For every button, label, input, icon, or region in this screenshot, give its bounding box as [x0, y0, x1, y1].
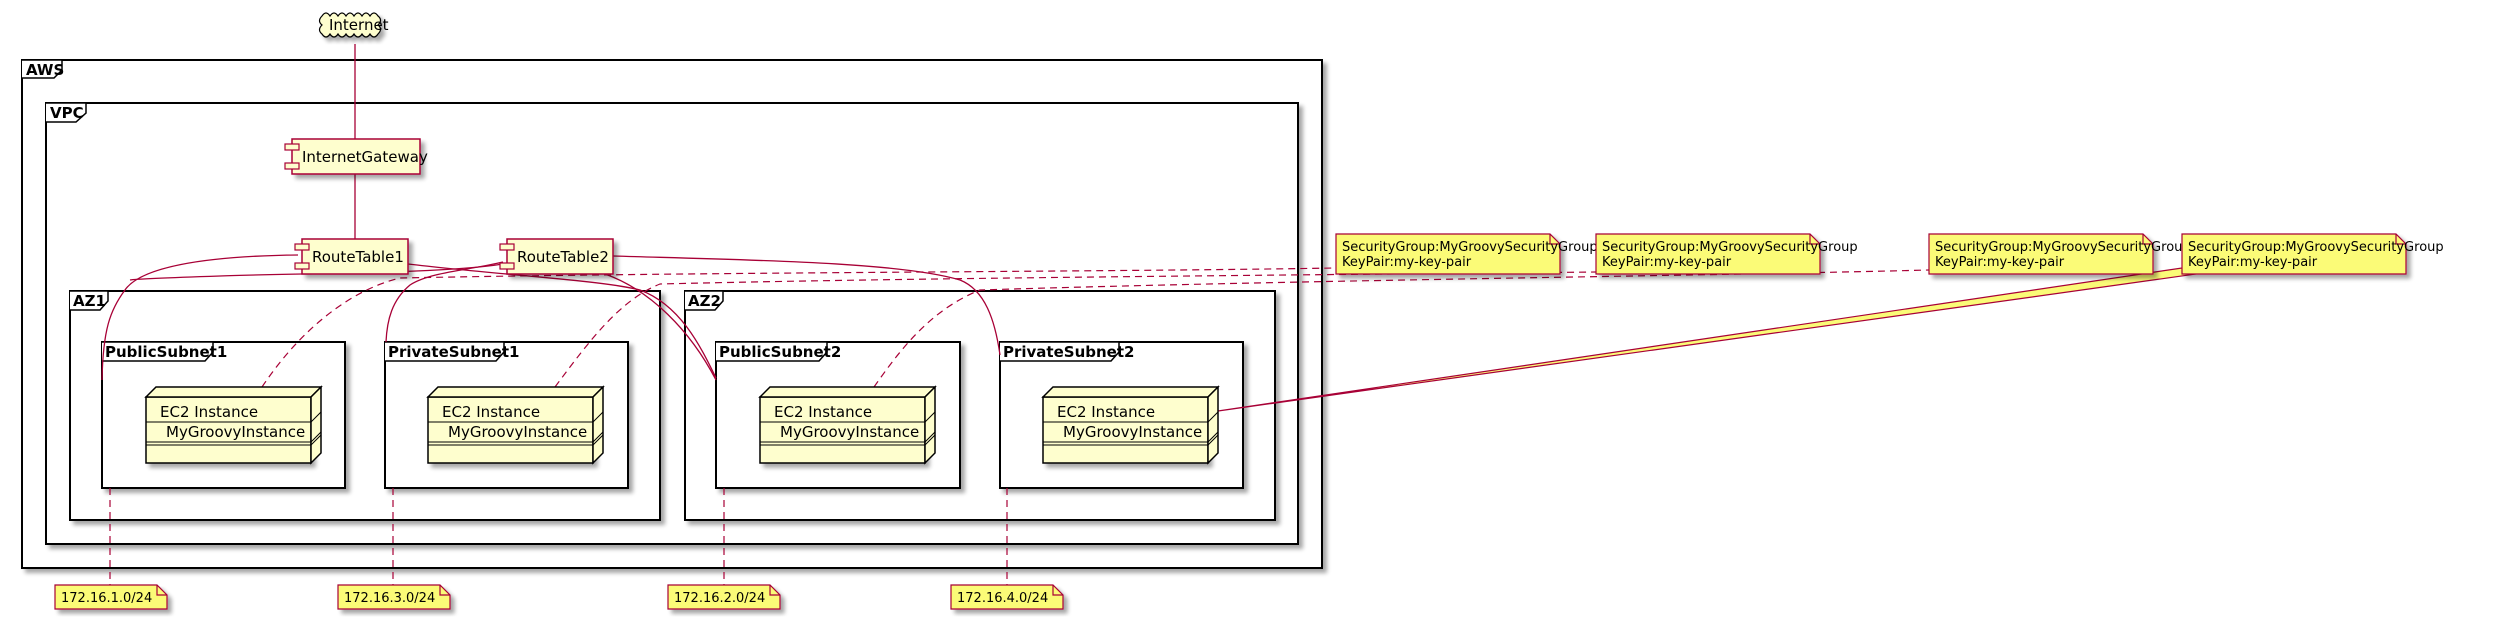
- note-text: SecurityGroup:MyGroovySecurityGroup: [2188, 240, 2444, 255]
- internet-cloud[interactable]: Internet: [318, 12, 389, 38]
- cidr-note: 172.16.1.0/24: [54, 584, 168, 610]
- cidr-note: 172.16.4.0/24: [950, 584, 1064, 610]
- security-group-note: SecurityGroup:MyGroovySecurityGroupKeyPa…: [1335, 233, 1598, 275]
- security-group-note: SecurityGroup:MyGroovySecurityGroupKeyPa…: [2181, 233, 2444, 275]
- frame-private-subnet1-label: PrivateSubnet1: [388, 343, 519, 361]
- instance-type-label: EC2 Instance: [1057, 403, 1155, 421]
- instance-name-label: MyGroovyInstance: [166, 423, 305, 441]
- cidr-note: 172.16.2.0/24: [667, 584, 781, 610]
- component-route-table2[interactable]: RouteTable2: [499, 238, 614, 275]
- frame-private-subnet2-label: PrivateSubnet2: [1003, 343, 1134, 361]
- component-icon: [499, 243, 515, 251]
- note-text: KeyPair:my-key-pair: [1342, 255, 1472, 270]
- component-icon: [294, 243, 310, 251]
- component-internet-gateway[interactable]: InternetGateway: [284, 138, 428, 175]
- note-text: SecurityGroup:MyGroovySecurityGroup: [1602, 240, 1858, 255]
- connector-instance2-securitynote: [554, 271, 1597, 388]
- route-table2-label: RouteTable2: [517, 248, 609, 266]
- instance-name-label: MyGroovyInstance: [448, 423, 587, 441]
- note-text: 172.16.2.0/24: [674, 591, 765, 606]
- security-group-note: SecurityGroup:MyGroovySecurityGroupKeyPa…: [1595, 233, 1858, 275]
- component-icon: [284, 143, 300, 151]
- cidr-note: 172.16.3.0/24: [337, 584, 451, 610]
- connector-instance4-securitynote: [1217, 267, 2199, 412]
- security-group-note: SecurityGroup:MyGroovySecurityGroupKeyPa…: [1928, 233, 2191, 275]
- frame-public-subnet2-label: PublicSubnet2: [719, 343, 841, 361]
- instance-type-label: EC2 Instance: [160, 403, 258, 421]
- instance-type-label: EC2 Instance: [774, 403, 872, 421]
- note-text: KeyPair:my-key-pair: [2188, 255, 2318, 270]
- edge-routetable2-publicsubnet1: [129, 263, 504, 281]
- edge-routetable2-privatesubnet1: [385, 261, 504, 343]
- frame-az1-label: AZ1: [73, 292, 106, 310]
- frame-vpc-label: VPC: [50, 104, 84, 122]
- note-text: 172.16.4.0/24: [957, 591, 1048, 606]
- component-icon: [284, 162, 300, 170]
- frame-aws-label: AWS: [26, 61, 64, 79]
- component-icon: [499, 262, 515, 270]
- frame-az2-label: AZ2: [688, 292, 721, 310]
- instance-name-label: MyGroovyInstance: [1063, 423, 1202, 441]
- note-text: SecurityGroup:MyGroovySecurityGroup: [1342, 240, 1598, 255]
- note-text: KeyPair:my-key-pair: [1935, 255, 2065, 270]
- connector-instance1-securitynote: [261, 267, 1337, 388]
- notes: SecurityGroup:MyGroovySecurityGroupKeyPa…: [54, 233, 2444, 610]
- frame-public-subnet1-label: PublicSubnet1: [105, 343, 227, 361]
- instance-type-label: EC2 Instance: [442, 403, 540, 421]
- internet-gateway-label: InternetGateway: [302, 148, 428, 166]
- component-icon: [294, 262, 310, 270]
- edge-routetable1-publicsubnet1: [101, 254, 299, 381]
- route-table1-label: RouteTable1: [312, 248, 404, 266]
- component-route-table1[interactable]: RouteTable1: [294, 238, 409, 275]
- note-text: 172.16.1.0/24: [61, 591, 152, 606]
- instance-name-label: MyGroovyInstance: [780, 423, 919, 441]
- note-text: 172.16.3.0/24: [344, 591, 435, 606]
- note-text: KeyPair:my-key-pair: [1602, 255, 1732, 270]
- edge-routetable2-publicsubnet2: [604, 273, 717, 381]
- note-text: SecurityGroup:MyGroovySecurityGroup: [1935, 240, 2191, 255]
- edge-routetable1-publicsubnet2-a: [407, 263, 717, 379]
- internet-label: Internet: [329, 16, 389, 34]
